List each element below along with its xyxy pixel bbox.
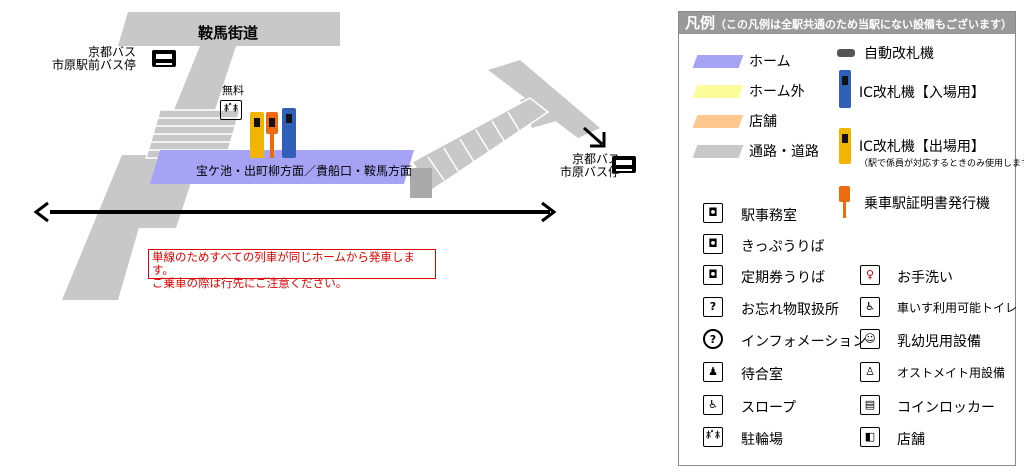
legend-header: 凡例（この凡例は全駅共通のため当駅にない設備もございます）	[679, 12, 1015, 34]
certificate-machine-stand	[270, 134, 274, 158]
ic-gate-entry-icon	[839, 70, 851, 108]
bicycle-free-label: 無料	[222, 84, 244, 97]
legend-label-commuter-pass: 定期券うりば	[741, 270, 825, 286]
bus-icon	[152, 50, 176, 67]
certificate-machine-icon	[839, 186, 850, 202]
baby-care-icon: ☺	[860, 329, 880, 349]
walkway-southwest	[62, 155, 160, 300]
legend-label-restroom: お手洗い	[897, 270, 953, 286]
legend-title: 凡例	[685, 14, 716, 32]
swatch-outside-platform	[692, 85, 744, 98]
station-map	[33, 12, 606, 300]
bus-stop-front-label: 京都バス市原駅前バス停	[52, 45, 137, 72]
road-kurama-kaido	[118, 12, 340, 46]
certificate-machine-stand	[843, 202, 846, 218]
platform	[150, 150, 414, 184]
track-arrow-right	[541, 201, 557, 223]
legend-label-platform: ホーム	[749, 54, 791, 70]
ramp-right	[410, 168, 432, 198]
legend-label-shop: 店舗	[897, 432, 925, 448]
legend-label-ic-out: IC改札機【出場用】	[859, 139, 985, 155]
swatch-platform	[692, 55, 744, 68]
legend-note-ic-out: （駅で係員が対応するときのみ使用します）	[859, 159, 1024, 169]
legend-label-baby-care: 乳幼児用設備	[897, 334, 981, 350]
legend-label-accessible-toilet: 車いす利用可能トイレ	[897, 301, 1018, 315]
platform-label: 宝ケ池・出町柳方面／貴船口・鞍馬方面	[196, 164, 413, 178]
legend-label-ic-in: IC改札機【入場用】	[859, 85, 985, 101]
stairs-right	[410, 97, 550, 192]
slope-icon: ♿	[703, 395, 723, 415]
legend-title-note: （この凡例は全駅共通のため当駅にない設備もございます）	[715, 18, 1013, 31]
restroom-icon: ♀	[860, 265, 880, 285]
commuter-pass-office-icon: ◘	[703, 265, 723, 285]
swatch-shop	[692, 115, 744, 128]
coin-locker-icon: ▤	[860, 395, 880, 415]
legend-label-bicycle-parking: 駐輪場	[741, 432, 783, 448]
certificate-machine-icon	[266, 112, 278, 134]
legend-label-waiting-room: 待合室	[741, 367, 783, 383]
bus-icon	[612, 156, 636, 173]
legend-label-ticket-office: きっぷうりば	[741, 239, 825, 255]
legend-label-slope: スロープ	[741, 400, 797, 416]
legend-label-outside-platform: ホーム外	[749, 84, 805, 100]
waiting-room-icon: ♟	[703, 362, 723, 382]
accessible-toilet-icon: ♿	[860, 297, 880, 317]
swatch-road	[692, 145, 744, 158]
bicycle-parking-icon: ﾎﾞﾎ	[220, 100, 242, 120]
bicycle-parking-icon: ﾎﾞﾎ	[703, 427, 723, 447]
legend-label-road: 通路・道路	[749, 144, 819, 160]
legend-label-information: インフォメーション	[741, 334, 867, 350]
legend: 凡例（この凡例は全駅共通のため当駅にない設備もございます） ホーム ホーム外 店…	[678, 11, 1024, 466]
lost-and-found-icon: ?	[703, 297, 723, 317]
legend-label-certificate: 乗車駅証明書発行機	[864, 196, 990, 212]
information-icon: ?	[703, 329, 723, 349]
ic-gate-exit-icon	[839, 128, 851, 164]
track-line	[33, 201, 557, 223]
legend-label-station-office: 駅事務室	[741, 208, 797, 224]
station-office-icon: ◘	[703, 203, 723, 223]
shop-icon: ◧	[860, 427, 880, 447]
legend-label-coin-locker: コインロッカー	[897, 400, 995, 416]
ostomate-icon: ♙	[860, 362, 880, 382]
automatic-gate-icon	[837, 49, 855, 57]
arrow-to-bus-stop	[583, 126, 606, 148]
legend-label-auto-gate: 自動改札機	[864, 46, 934, 62]
ic-gate-exit-icon	[250, 112, 264, 158]
ic-gate-entry-icon	[282, 108, 296, 158]
notice: 単線のためすべての列車が同じホームから発車します。ご乗車の際は行先にご注意くださ…	[148, 249, 436, 290]
legend-label-shop-area: 店舗	[749, 114, 777, 130]
legend-label-lost-and-found: お忘れ物取扱所	[741, 302, 839, 318]
track-arrow-left	[33, 201, 49, 223]
ticket-office-icon: ◘	[703, 234, 723, 254]
legend-label-ostomate: オストメイト用設備	[897, 366, 1006, 380]
road-label: 鞍馬街道	[198, 24, 259, 42]
bus-stop-label: 京都バス市原バス停	[560, 152, 621, 179]
